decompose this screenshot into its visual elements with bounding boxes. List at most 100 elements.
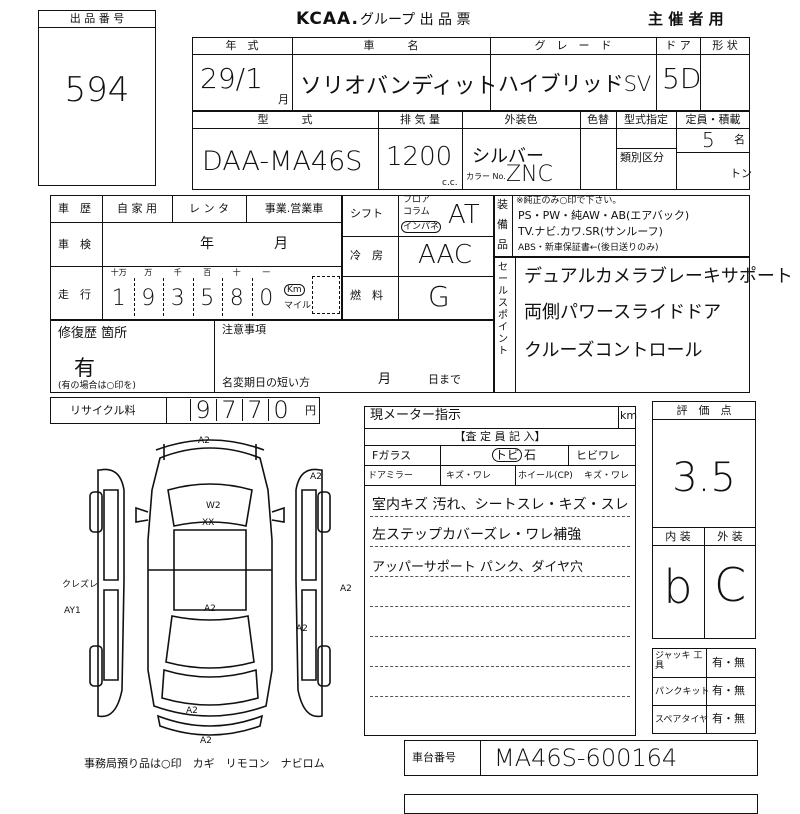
mileage-unit-label: 十 (232, 268, 241, 277)
shift-instpanel: インパネ (401, 221, 442, 233)
equipment-label-3: 品 (497, 238, 508, 251)
chassis-value: MA46S-600164 (494, 744, 678, 772)
score-value: 3.5 (672, 455, 736, 501)
displacement-label: 排 気 量 (400, 113, 440, 126)
shape-label: 形 状 (712, 39, 738, 52)
equipment-line1: PS・PW・純AW・AB(エアバック) (518, 209, 690, 222)
sales-point-line1: デュアルカメラブレーキサポート (524, 266, 793, 287)
mileage-unit-label: 百 (203, 268, 212, 277)
category-label: 類別区分 (620, 151, 664, 164)
kcaa-logo: KCAA. (296, 9, 359, 29)
model-value: DAA-MA46S (202, 146, 363, 177)
inspector-header: 【査 定 員 記 入】 (454, 430, 546, 443)
color-no-value: ZNC (506, 162, 553, 187)
fglass-label: Fガラス (372, 449, 412, 462)
damage-mark-right-side: A2 (340, 584, 352, 594)
meter-km: km (620, 409, 638, 422)
damage-mark-rear-bumper: A2 (200, 736, 212, 746)
damage-mark-rear-extra: A2 (186, 706, 198, 716)
repair-note: (有の場合は○印を) (58, 381, 136, 391)
mileage-digit: 1 (111, 286, 126, 311)
shift-ac-fuel-block (342, 195, 494, 320)
mileage-digit: 3 (170, 286, 185, 311)
damage-mark-windshield: W2 (206, 501, 221, 511)
sales-point-label: セールスポイント (498, 262, 508, 357)
sales-point-line2: 両側パワースライドドア (524, 302, 722, 323)
mileage-extra-box (312, 276, 340, 314)
door-mirror-label: ドアミラー (368, 471, 413, 481)
tool-spare-label: スペアタイヤ (655, 715, 709, 725)
mileage-unit-label: 十万 (110, 268, 127, 277)
tools-block (652, 648, 756, 734)
notes-label: 注意事項 (222, 323, 266, 336)
short-term-day: 日まで (428, 373, 461, 386)
equipment-block (494, 195, 750, 257)
mileage-digit: 0 (259, 286, 274, 311)
tool-jack-label: ジャッキ 工具 (655, 651, 703, 671)
lot-number-box (38, 10, 156, 186)
equipment-label-2: 備 (497, 218, 508, 231)
chassis-block (404, 740, 758, 776)
history-business: 事業.営業車 (264, 202, 324, 215)
fglass-hibi: ヒビワレ (576, 449, 620, 462)
shift-value: AT (448, 200, 480, 230)
km-unit: Km (284, 284, 305, 296)
short-term-label: 名変期日の短い方 (222, 376, 310, 389)
recycle-yen: 円 (305, 404, 316, 417)
mileage-unit-label: 一 (262, 268, 271, 277)
organizer-copy-label: 主 催 者 用 (648, 10, 724, 28)
recycle-fee-label: リサイクル料 (70, 404, 136, 417)
inspector-note-3: アッパーサポート パンク、ダイヤ穴 (372, 560, 583, 575)
recycle-fee-block (50, 397, 320, 424)
wheel-opts: キズ・ワレ (584, 471, 630, 481)
shift-column: コラム (403, 207, 430, 217)
recycle-digit: 9 (195, 396, 211, 424)
inspector-block (364, 406, 636, 736)
history-block (50, 195, 342, 320)
short-term-month: 月 (378, 372, 392, 387)
inspection-month-unit: 月 (274, 236, 288, 252)
repair-value: 有 (74, 356, 95, 380)
grade-value: ハイブリッドSV (498, 72, 652, 96)
equipment-line2: TV.ナビ.カワ.SR(サンルーフ) (518, 225, 663, 238)
score-label: 評 価 点 (676, 404, 732, 417)
recycle-digit: 7 (247, 396, 263, 424)
ac-value: AAC (418, 240, 472, 270)
capacity-label: 定員・積載 (685, 113, 741, 126)
damage-mark-left-door: AY1 (64, 606, 81, 616)
repair-notes-block (50, 320, 494, 393)
damage-mark-left-step: クレズレ (62, 580, 99, 590)
meter-label: 現メーター指示 (370, 408, 462, 423)
exterior-value: C (713, 558, 747, 612)
equipment-label-1: 装 (497, 198, 508, 211)
exterior-color-value: シルバー (472, 146, 544, 167)
mileage-label: 走 行 (58, 288, 91, 301)
history-label: 車 歴 (58, 202, 91, 215)
tool-punctkit-label: パンクキット (655, 687, 710, 697)
damage-mark-front-top: A2 (198, 436, 210, 446)
tool-punctkit-value: 有・無 (712, 684, 745, 697)
fglass-tobi: トビ (492, 448, 523, 462)
lot-number-label: 出 品 番 号 (69, 12, 125, 25)
model-label: 型 式 (257, 113, 313, 126)
wheel-label: ホイール(CP) (518, 471, 573, 481)
bottom-box-edge (404, 794, 758, 814)
cc-unit: c.c. (442, 178, 458, 188)
year-value: 29/1 (200, 62, 263, 95)
history-rental: レ ン タ (189, 202, 229, 215)
capacity-value: 5 (702, 128, 715, 152)
sales-point-block (494, 257, 750, 393)
shift-label: シフト (350, 207, 383, 220)
damage-mark-roof: A2 (204, 604, 216, 614)
shift-floor: フロア (403, 195, 431, 205)
mileage-digit: 5 (200, 286, 215, 311)
history-private: 自 家 用 (117, 202, 157, 215)
grade-label: グ レ ー ド (534, 39, 612, 52)
inspector-note-2: 左ステップカバーズレ・ワレ補強 (372, 527, 582, 543)
damage-mark-right-rear: A2 (296, 624, 308, 634)
equipment-note: ※純正のみ○印で下さい。 (516, 196, 622, 206)
form-title: グループ 出 品 票 (360, 12, 471, 28)
interior-value: b (663, 560, 693, 614)
month-suffix: 月 (278, 93, 289, 106)
interior-label: 内 装 (665, 530, 691, 543)
